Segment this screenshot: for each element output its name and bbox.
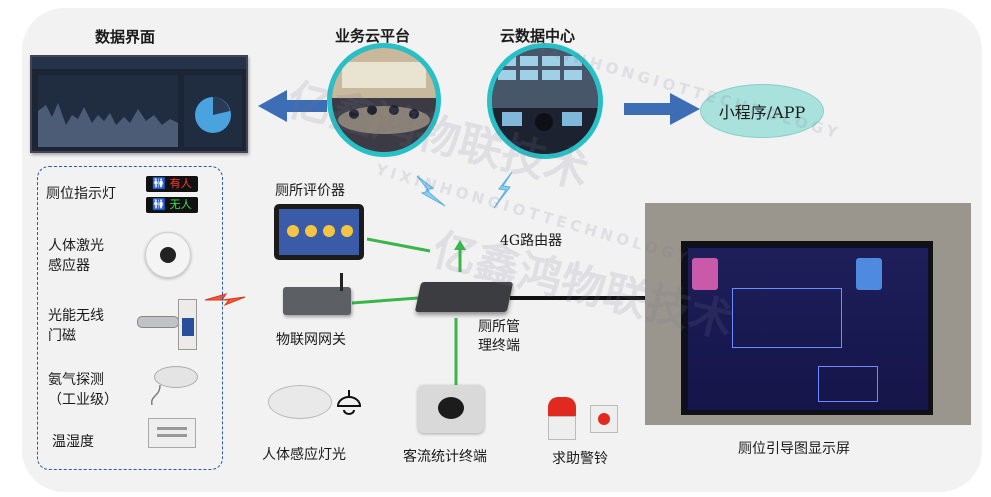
label-temp-humidity: 温湿度 — [52, 434, 94, 450]
data-ui-screenshot — [30, 55, 248, 153]
wireless-bolt-left — [416, 175, 446, 207]
arrow-to-data-ui — [258, 90, 327, 122]
sensor-group-box — [37, 166, 223, 470]
counter-panel — [818, 366, 878, 402]
data-ui-line-chart — [38, 103, 178, 147]
label-mini-program: 小程序/APP — [718, 103, 806, 122]
label-router-4g: 4G路由器 — [500, 233, 563, 249]
male-icon-panel — [856, 258, 882, 290]
ammonia-sensor-cable — [151, 385, 161, 406]
passenger-counter-device — [418, 385, 484, 433]
label-evaluator: 厕所评价器 — [275, 183, 345, 199]
guide-screen-monitor — [681, 241, 933, 415]
stall-light-occupied: 🚻 有人 — [146, 176, 198, 192]
iot-gateway-device — [283, 287, 351, 315]
wireless-bolt-right — [493, 171, 513, 209]
evaluator-screen — [279, 209, 359, 255]
guide-screen-photo — [645, 203, 971, 425]
data-ui-pie-chart — [195, 97, 231, 133]
meeting-room-illustration — [332, 48, 436, 152]
label-human-laser: 人体激光 感应器 — [48, 238, 104, 274]
label-iot-gateway: 物联网网关 — [276, 332, 346, 348]
occupied-text: 有人 — [169, 177, 192, 190]
label-alarm: 求助警铃 — [552, 451, 608, 467]
cloud-platform-photo — [327, 43, 441, 157]
gateway-antenna — [340, 273, 343, 291]
help-button-device — [590, 405, 618, 433]
router-arrow-head — [454, 240, 466, 250]
vacant-text: 无人 — [169, 198, 192, 211]
ammonia-sensor-device — [154, 366, 198, 388]
stall-light-vacant: 🚻 无人 — [146, 197, 198, 213]
alarm-siren-base — [548, 416, 576, 440]
label-terminal: 厕所管 理终端 — [478, 319, 520, 354]
arrow-to-mini-program — [624, 93, 700, 125]
label-cloud-data-center: 云数据中心 — [500, 27, 576, 45]
data-ui-chart-panel — [38, 75, 178, 147]
ceiling-light-device — [268, 385, 332, 419]
label-ammonia: 氨气探测 （工业级） — [48, 372, 118, 408]
link-gateway-terminal — [351, 296, 419, 305]
evaluator-tablet — [274, 204, 364, 260]
management-terminal-device — [414, 282, 514, 312]
label-passenger-counter: 客流统计终端 — [403, 449, 487, 465]
label-cloud-platform: 业务云平台 — [335, 27, 411, 45]
solar-panel — [182, 318, 194, 336]
label-solar-lock: 光能无线 门磁 — [48, 308, 104, 344]
wireless-bolt-sensor — [204, 293, 246, 307]
label-stall-light: 厕位指示灯 — [46, 186, 116, 202]
cloud-data-center-photo — [487, 43, 603, 159]
laser-sensor-device — [145, 232, 191, 278]
temp-humidity-device — [148, 418, 196, 448]
door-magnet-device — [178, 299, 197, 350]
female-icon-panel — [692, 258, 718, 290]
control-room-illustration — [492, 48, 598, 154]
label-human-light: 人体感应灯光 — [262, 447, 346, 463]
link-evaluator-terminal — [366, 237, 431, 253]
stall-map-panel — [732, 288, 842, 348]
guide-screen-display — [688, 248, 928, 410]
label-guide-screen: 厕位引导图显示屏 — [738, 441, 850, 457]
mini-program-node: 小程序/APP — [700, 84, 824, 138]
bulb-icon — [336, 390, 362, 415]
data-ui-topbar — [32, 57, 246, 69]
laser-sensor-lens — [160, 247, 176, 263]
alarm-siren-device — [548, 397, 576, 417]
door-handle-device — [137, 316, 179, 328]
data-ui-pie-panel — [184, 75, 242, 147]
label-data-ui: 数据界面 — [95, 28, 156, 46]
